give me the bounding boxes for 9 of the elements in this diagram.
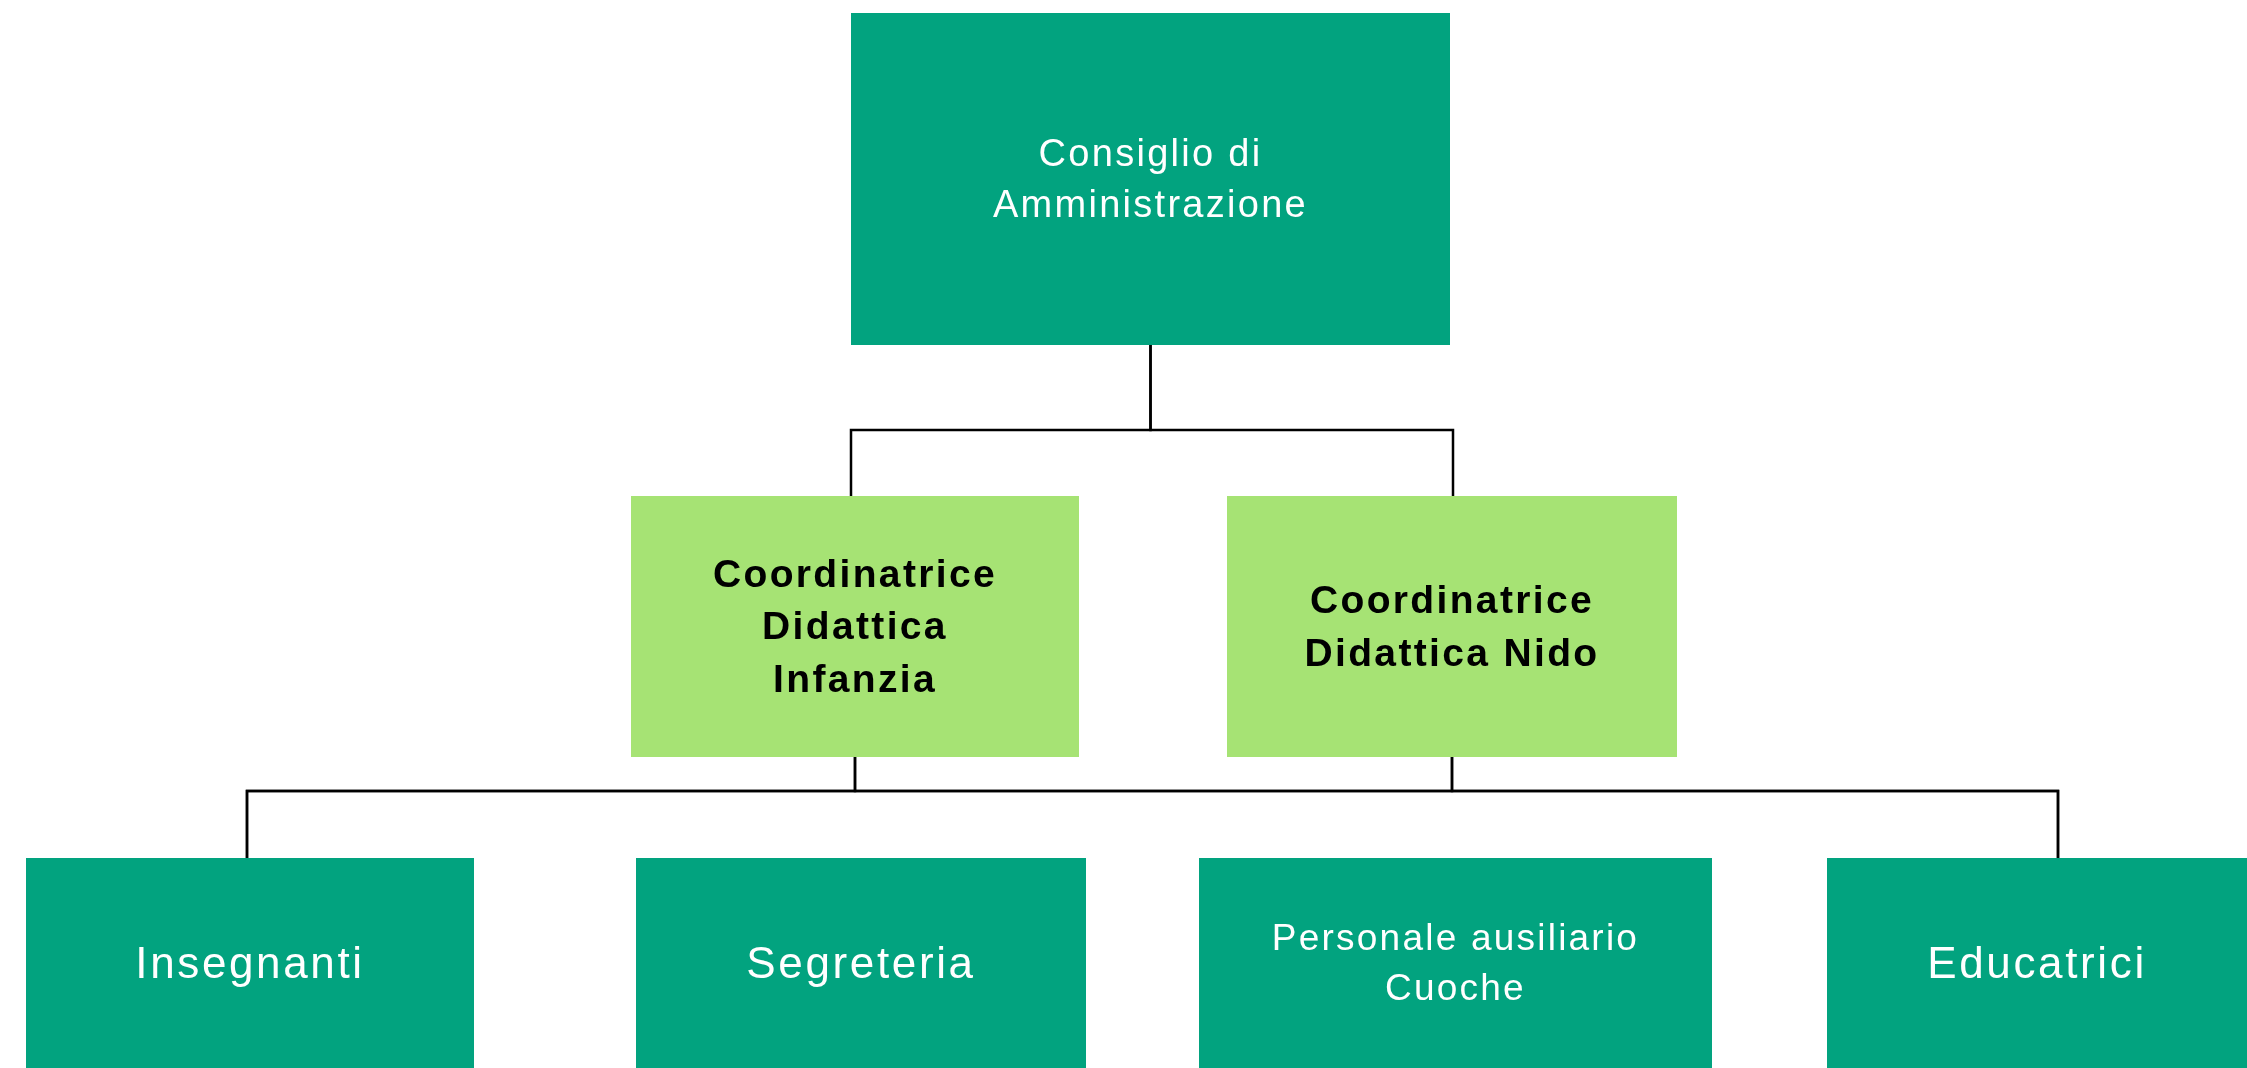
role-box: Personale ausiliario Cuoche [1199, 858, 1712, 1068]
role-box: Educatrici [1827, 858, 2247, 1068]
role-box: Insegnanti [26, 858, 474, 1068]
coordinator-box: Coordinatrice Didattica Nido [1227, 496, 1677, 757]
coordinator-box: Coordinatrice Didattica Infanzia [631, 496, 1079, 757]
role-box: Segreteria [636, 858, 1086, 1068]
connector-line [1149, 345, 1455, 496]
connector-line [1450, 757, 2060, 858]
role-box: Consiglio di Amministrazione [851, 13, 1450, 345]
